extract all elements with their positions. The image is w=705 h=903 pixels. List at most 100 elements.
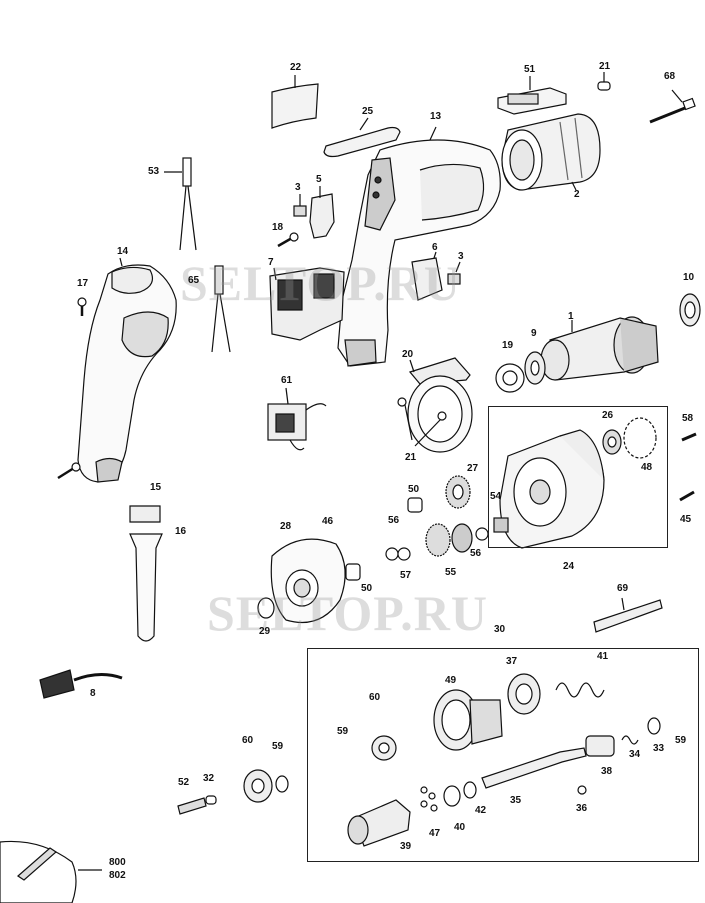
part-32-pin bbox=[205, 795, 217, 805]
part-26-bearing bbox=[602, 429, 622, 455]
label-68: 68 bbox=[664, 71, 676, 82]
part-69-spindle bbox=[593, 597, 663, 633]
part-47-balls bbox=[420, 786, 438, 812]
label-59-outside: 59 bbox=[272, 741, 284, 752]
label-53: 53 bbox=[148, 166, 160, 177]
part-6-switch-bracket bbox=[411, 251, 443, 301]
label-52: 52 bbox=[178, 777, 190, 788]
label-15: 15 bbox=[150, 482, 162, 493]
part-38-sleeve bbox=[585, 735, 615, 757]
label-54: 54 bbox=[490, 491, 502, 502]
label-32: 32 bbox=[203, 773, 215, 784]
part-3b-carbon-brush bbox=[447, 261, 461, 285]
part-1-armature bbox=[540, 316, 659, 381]
label-22: 22 bbox=[290, 62, 302, 73]
label-21-mid: 21 bbox=[405, 452, 417, 463]
part-54-bearing bbox=[493, 517, 509, 533]
part-7-trigger-switch bbox=[269, 267, 345, 341]
part-42-ring bbox=[463, 781, 477, 799]
label-65: 65 bbox=[188, 275, 200, 286]
label-21-top: 21 bbox=[599, 61, 611, 72]
part-65-brush-spring bbox=[211, 265, 231, 353]
label-59-box-left: 59 bbox=[337, 726, 349, 737]
part-17b-screw bbox=[57, 462, 81, 480]
part-22-label-plate bbox=[271, 75, 319, 129]
part-24-gear-case bbox=[499, 429, 605, 549]
part-61-switch bbox=[267, 387, 327, 451]
label-36: 36 bbox=[576, 803, 588, 814]
part-29-washer bbox=[257, 597, 275, 619]
label-48: 48 bbox=[641, 462, 653, 473]
part-35-spindle bbox=[481, 747, 587, 789]
label-59-box-right: 59 bbox=[675, 735, 687, 746]
label-19: 19 bbox=[502, 340, 514, 351]
label-40: 40 bbox=[454, 822, 466, 833]
part-58-screw bbox=[681, 432, 697, 442]
part-15-clamp bbox=[129, 505, 161, 523]
label-50-low: 50 bbox=[361, 583, 373, 594]
part-68-long-screw bbox=[649, 89, 696, 124]
label-3-mid: 3 bbox=[458, 251, 464, 262]
label-25: 25 bbox=[362, 106, 374, 117]
label-14: 14 bbox=[117, 246, 129, 257]
part-20-baffle bbox=[408, 357, 471, 385]
label-51: 51 bbox=[524, 64, 536, 75]
label-37: 37 bbox=[506, 656, 518, 667]
label-35: 35 bbox=[510, 795, 522, 806]
clutch-assembly-box bbox=[307, 648, 699, 862]
label-20: 20 bbox=[402, 349, 414, 360]
label-802: 802 bbox=[109, 870, 126, 881]
label-8: 8 bbox=[90, 688, 96, 699]
label-56-right: 56 bbox=[470, 548, 482, 559]
label-800: 800 bbox=[109, 857, 126, 868]
watermark-top: SELTOP.RU bbox=[180, 255, 461, 311]
part-5-brush-holder bbox=[309, 186, 335, 239]
part-49-clutch bbox=[433, 689, 503, 751]
part-19-washer bbox=[495, 363, 525, 393]
part-50-pin bbox=[407, 497, 423, 513]
part-39-nose bbox=[347, 799, 411, 847]
part-60-adjuster bbox=[371, 735, 397, 761]
label-30: 30 bbox=[494, 624, 506, 635]
part-41-spring bbox=[555, 682, 605, 698]
label-28: 28 bbox=[280, 521, 292, 532]
part-27-gear bbox=[445, 475, 471, 509]
part-51-brush-holder bbox=[497, 76, 567, 115]
part-53-brush-spring bbox=[164, 157, 197, 251]
watermark-bottom: SELTOP.RU bbox=[207, 585, 488, 641]
part-13-motor-housing bbox=[337, 126, 501, 367]
part-9-bearing bbox=[524, 351, 546, 385]
label-26: 26 bbox=[602, 410, 614, 421]
label-24: 24 bbox=[563, 561, 575, 572]
part-21-bracket-ring bbox=[397, 375, 473, 453]
part-60b-adjuster bbox=[243, 769, 273, 803]
label-2: 2 bbox=[574, 189, 580, 200]
label-47: 47 bbox=[429, 828, 441, 839]
label-60-outside: 60 bbox=[242, 735, 254, 746]
label-39: 39 bbox=[400, 841, 412, 852]
label-61: 61 bbox=[281, 375, 293, 386]
part-36-ball bbox=[577, 785, 587, 795]
label-1: 1 bbox=[568, 311, 574, 322]
part-21-pin bbox=[597, 72, 611, 91]
part-52-screw bbox=[177, 797, 207, 815]
label-6: 6 bbox=[432, 242, 438, 253]
part-28-gear-plate bbox=[270, 538, 346, 624]
label-17: 17 bbox=[77, 278, 89, 289]
part-2-field-stator bbox=[501, 113, 601, 191]
label-69: 69 bbox=[617, 583, 629, 594]
label-50-mid: 50 bbox=[408, 484, 420, 495]
part-37-clutch-cover bbox=[507, 673, 541, 715]
part-17-screw bbox=[77, 297, 87, 316]
label-41: 41 bbox=[597, 651, 609, 662]
label-29: 29 bbox=[259, 626, 271, 637]
label-45: 45 bbox=[680, 514, 692, 525]
part-33-ring bbox=[647, 717, 661, 735]
label-49: 49 bbox=[445, 675, 457, 686]
part-50b-pin bbox=[345, 563, 361, 581]
label-55: 55 bbox=[445, 567, 457, 578]
part-3-carbon-brush bbox=[293, 194, 307, 217]
part-45-screw bbox=[679, 490, 695, 502]
label-13: 13 bbox=[430, 111, 442, 122]
